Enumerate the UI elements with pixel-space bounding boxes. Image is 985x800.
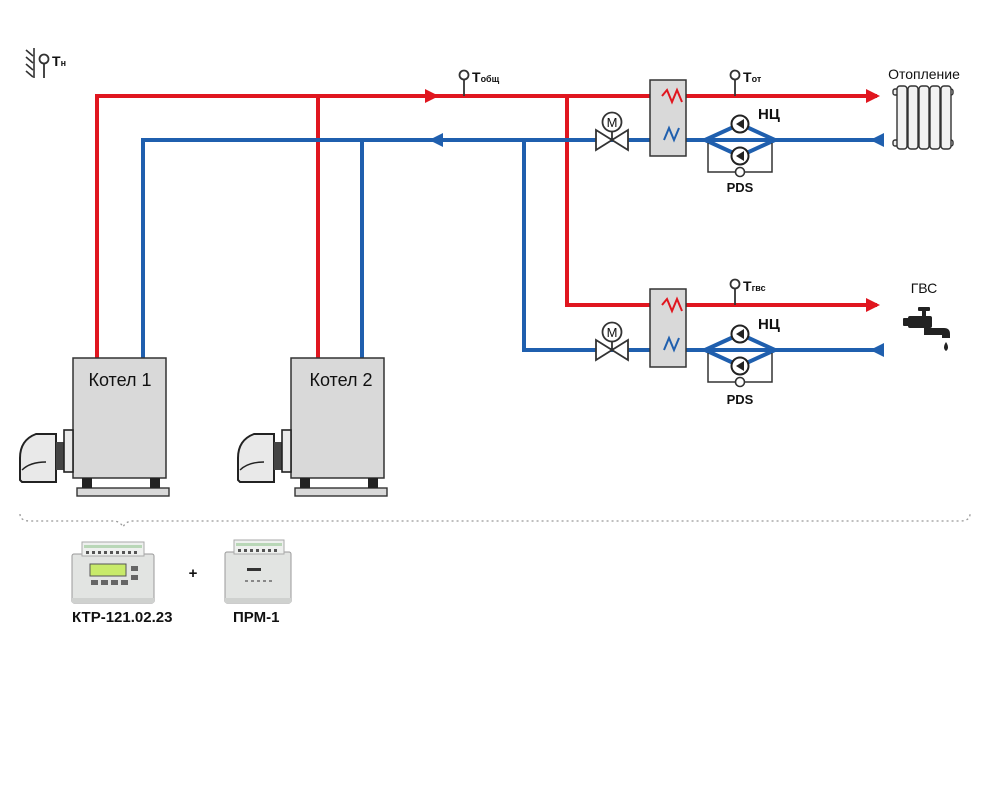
return-in-arrow-icon	[870, 133, 884, 147]
return-pipes	[141, 138, 877, 358]
supply-dhw-pipe	[565, 96, 877, 307]
supply-arrow-icon	[425, 89, 439, 103]
controller-prm	[224, 539, 292, 604]
boiler-body	[290, 357, 385, 479]
boiler-base	[294, 487, 388, 497]
svg-text:Тн: Тн	[52, 53, 66, 69]
controller-ktr	[71, 541, 155, 604]
motor-label: M	[607, 115, 618, 130]
heating-sensor-label: Т	[743, 69, 752, 85]
dhw-pump-group: НЦ PDS	[700, 316, 780, 407]
dhw-tap: ГВС	[903, 280, 950, 351]
boiler-2-label: Котел 2	[309, 370, 372, 390]
boiler-1: Котел 1	[19, 357, 170, 497]
radiator: Отопление	[888, 66, 960, 150]
dhw-label: ГВС	[911, 280, 938, 296]
heating-label: Отопление	[888, 66, 960, 82]
valve-icon	[595, 128, 614, 152]
grouping-brace	[19, 513, 971, 529]
dhw-out-arrow-icon	[866, 298, 880, 312]
controller-prm-name: ПРМ-1	[233, 609, 280, 626]
return-main-pipe	[141, 138, 877, 358]
burner-icon	[237, 429, 292, 483]
boiler-body	[72, 357, 167, 479]
boiler-2: Котел 2	[237, 357, 388, 497]
exchanger-return-coil	[663, 125, 680, 143]
dhw-in-arrow-icon	[870, 343, 884, 357]
dhw-motor-valve: M	[595, 321, 629, 362]
dhw-sensor-label: Т	[743, 278, 752, 294]
heating-pump-label: НЦ	[758, 106, 780, 123]
pds-icon	[734, 376, 746, 388]
radiator-icon	[892, 85, 954, 150]
outdoor-sensor-sub: н	[61, 58, 66, 68]
pump-bypass	[700, 331, 780, 369]
dhw-pds-label: PDS	[727, 392, 754, 407]
plus-sign: +	[189, 565, 198, 582]
heating-sensor: Тот	[729, 69, 762, 96]
dhw-sensor: Тгвс	[729, 278, 766, 305]
heating-sensor-sub: от	[752, 74, 762, 84]
svg-text:Тгвс: Тгвс	[743, 278, 766, 294]
exchanger-supply-coil	[661, 296, 683, 314]
boiler-base	[76, 487, 170, 497]
wall-hatch-icon	[25, 48, 35, 78]
sensor-icon	[729, 69, 741, 81]
sensor-icon	[38, 53, 50, 65]
common-sensor-label: Т	[472, 69, 481, 85]
faucet-icon	[903, 307, 950, 351]
burner-icon	[19, 429, 74, 483]
heating-pds-label: PDS	[727, 180, 754, 195]
dhw-heat-exchanger	[649, 288, 687, 368]
sensor-icon	[458, 69, 470, 81]
dhw-sensor-sub: гвс	[752, 283, 766, 293]
outdoor-sensor-label: Т	[52, 53, 61, 69]
motor-label: M	[607, 325, 618, 340]
svg-text:Тобщ: Тобщ	[472, 69, 500, 85]
heating-pump-group: НЦ PDS	[700, 106, 780, 195]
heating-motor-valve: M	[595, 111, 629, 152]
outdoor-sensor: Тн	[25, 48, 66, 78]
common-sensor: Тобщ	[458, 69, 500, 96]
controller-ktr-name: КТР-121.02.23	[72, 609, 173, 626]
supply-out-arrow-icon	[866, 89, 880, 103]
flow-arrows	[425, 89, 884, 357]
svg-text:Тот: Тот	[743, 69, 762, 85]
pds-icon	[734, 166, 746, 178]
motor-icon	[601, 321, 623, 343]
exchanger-return-coil	[663, 335, 680, 353]
valve-icon	[595, 338, 614, 362]
return-arrow-icon	[429, 133, 443, 147]
heating-heat-exchanger	[649, 79, 687, 157]
pump-bypass	[700, 121, 780, 159]
boiler-1-label: Котел 1	[88, 370, 151, 390]
motor-icon	[601, 111, 623, 133]
sensor-icon	[729, 278, 741, 290]
supply-main-pipe	[95, 94, 877, 358]
common-sensor-sub: общ	[481, 74, 500, 84]
exchanger-supply-coil	[661, 87, 683, 105]
display-icon	[89, 563, 127, 577]
dhw-pump-label: НЦ	[758, 316, 780, 333]
return-dhw-pipe	[522, 140, 877, 352]
